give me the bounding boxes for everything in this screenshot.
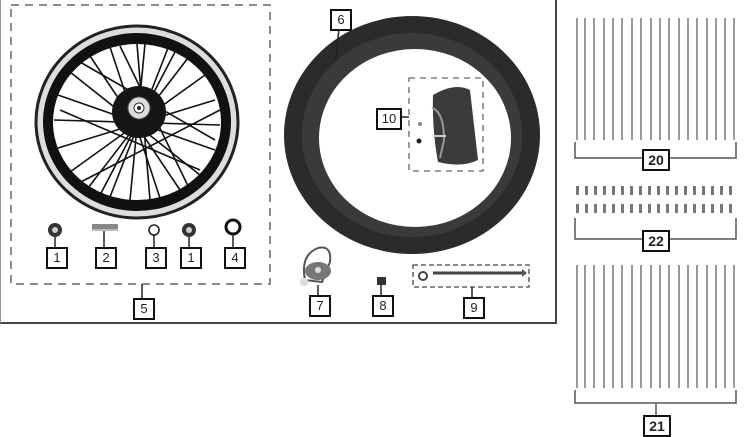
o-ring-icon	[148, 224, 160, 236]
wheel-group-box	[10, 4, 271, 285]
callout-20-spokes: 20	[642, 149, 670, 171]
wheel-icon	[34, 24, 240, 220]
collar-icon	[377, 277, 386, 285]
callout-7-speedometer-gear: 7	[309, 295, 331, 317]
callout-2-spacer: 2	[95, 247, 117, 269]
oil-seal-icon	[224, 218, 242, 236]
tire-icon	[284, 16, 540, 254]
callout-1-bearing-second: 1	[180, 247, 202, 269]
callout-1-bearing: 1	[46, 247, 68, 269]
callout-9-axle: 9	[463, 297, 485, 319]
spoke-nipples-set-22-icon	[576, 186, 732, 213]
inner-tube-icon	[416, 86, 478, 165]
bearing-icon	[182, 223, 196, 237]
callout-22-nipples: 22	[642, 230, 670, 252]
callout-4-oil-seal: 4	[224, 247, 246, 269]
callout-6-tire: 6	[330, 9, 352, 31]
callout-8-collar: 8	[372, 295, 394, 317]
spacer-icon	[92, 224, 118, 231]
callout-10-inner-tube: 10	[376, 108, 402, 130]
callout-21-spokes: 21	[643, 415, 671, 437]
speedometer-gear-icon	[300, 246, 332, 286]
callout-5-wheel-assembly: 5	[133, 298, 155, 320]
axle-group-box	[412, 264, 530, 288]
spokes-set-21-icon	[576, 265, 735, 388]
axle-icon	[418, 269, 527, 281]
tube-group-box	[408, 77, 484, 172]
callout-3-o-ring: 3	[145, 247, 167, 269]
spokes-set-20-icon	[576, 18, 735, 140]
bearing-icon	[48, 223, 62, 237]
